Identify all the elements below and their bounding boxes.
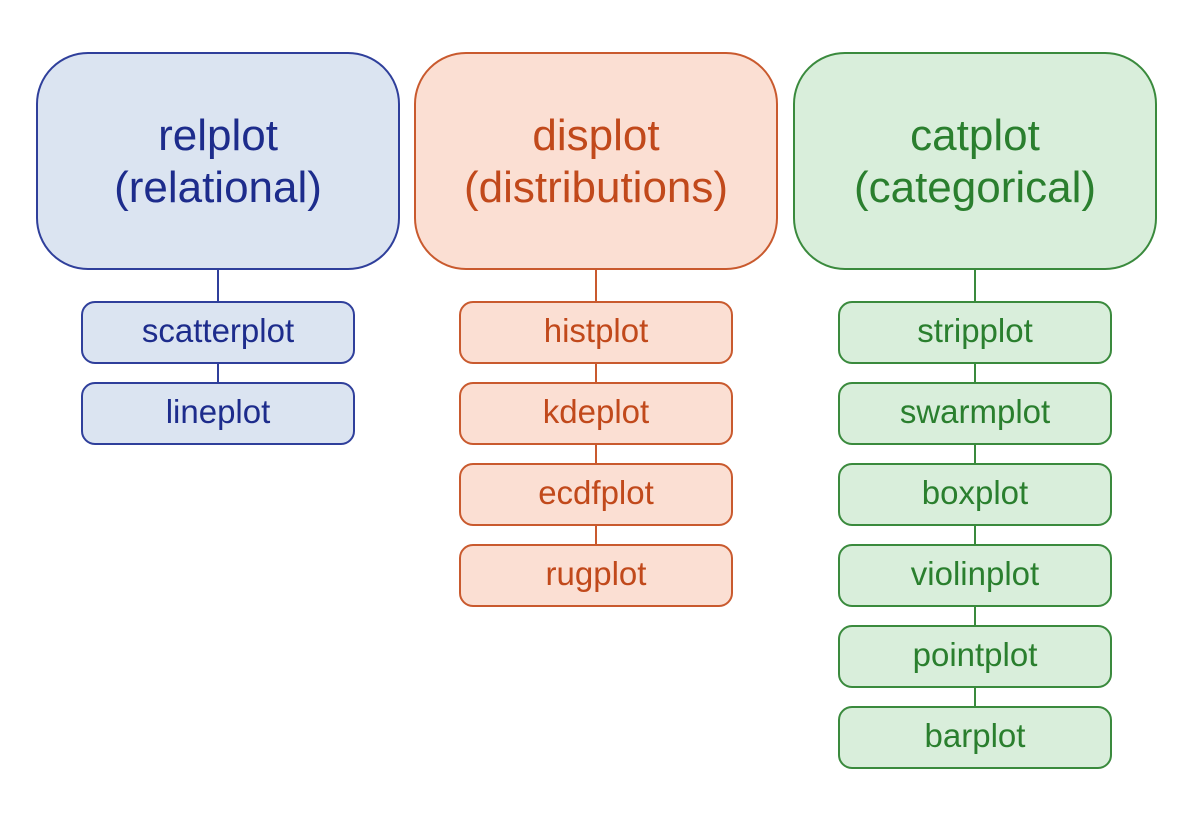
node-label: rugplot [545, 555, 647, 592]
node-pointplot: pointplot [838, 625, 1112, 688]
connector-line [974, 444, 976, 464]
node-label: lineplot [165, 393, 271, 430]
node-stripplot: stripplot [838, 301, 1112, 364]
connector-line [974, 525, 976, 545]
connector-line [595, 444, 597, 464]
column-distributions: displot (distributions) histplot kdeplot… [414, 0, 778, 836]
node-histplot: histplot [459, 301, 733, 364]
catplot-title: catplot [910, 111, 1040, 160]
connector-line [595, 270, 597, 302]
node-barplot: barplot [838, 706, 1112, 769]
node-label: ecdfplot [538, 474, 654, 511]
node-scatterplot: scatterplot [81, 301, 355, 364]
connector-line [974, 606, 976, 626]
catplot-subtitle: (categorical) [853, 163, 1097, 212]
node-label: kdeplot [542, 393, 650, 430]
node-label: boxplot [921, 474, 1029, 511]
displot-header-box: displot (distributions) [414, 52, 778, 270]
node-label: violinplot [910, 555, 1040, 592]
node-ecdfplot: ecdfplot [459, 463, 733, 526]
relplot-subtitle: (relational) [114, 163, 322, 212]
catplot-header-box: catplot (categorical) [793, 52, 1157, 270]
node-label: scatterplot [141, 312, 295, 349]
node-label: histplot [543, 312, 649, 349]
column-categorical: catplot (categorical) stripplot swarmplo… [793, 0, 1157, 836]
connector-line [974, 687, 976, 707]
node-label: barplot [924, 717, 1026, 754]
relplot-title: relplot [158, 111, 278, 160]
node-rugplot: rugplot [459, 544, 733, 607]
node-label: stripplot [917, 312, 1033, 349]
node-swarmplot: swarmplot [838, 382, 1112, 445]
displot-subtitle: (distributions) [463, 163, 729, 212]
connector-line [217, 270, 219, 302]
connector-line [974, 363, 976, 383]
node-violinplot: violinplot [838, 544, 1112, 607]
connector-line [595, 525, 597, 545]
node-lineplot: lineplot [81, 382, 355, 445]
connector-line [217, 363, 219, 383]
connector-line [595, 363, 597, 383]
connector-line [974, 270, 976, 302]
relplot-header-box: relplot (relational) [36, 52, 400, 270]
node-label: swarmplot [899, 393, 1051, 430]
node-boxplot: boxplot [838, 463, 1112, 526]
displot-title: displot [532, 111, 660, 160]
column-relational: relplot (relational) scatterplot lineplo… [36, 0, 400, 836]
node-kdeplot: kdeplot [459, 382, 733, 445]
node-label: pointplot [912, 636, 1038, 673]
